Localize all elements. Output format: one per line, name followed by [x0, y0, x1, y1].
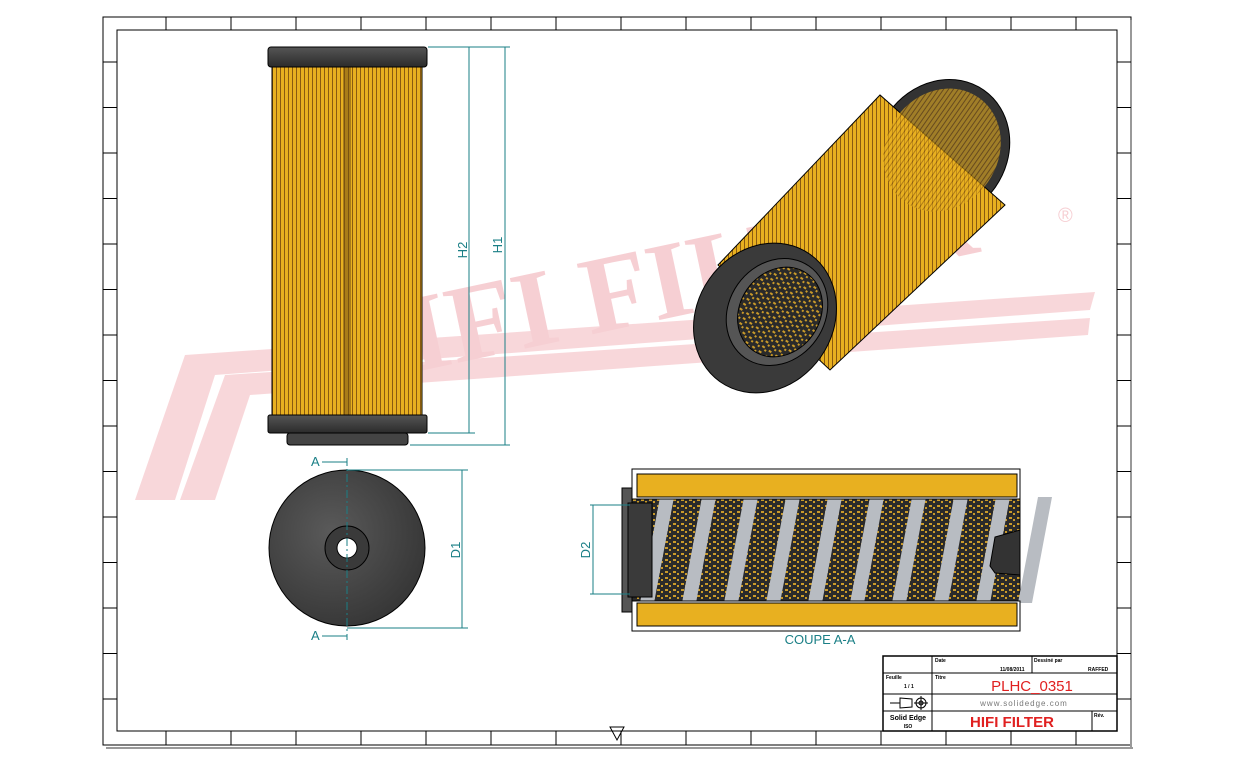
drawn-by-label: Dessiné par [1034, 658, 1062, 664]
revision-label: Rév. [1094, 713, 1105, 719]
isometric-view [693, 79, 1011, 394]
software-standard: ISO [904, 724, 913, 730]
dimension-h1: H1 [410, 46, 510, 446]
date-value: 11/08/2011 [1000, 667, 1025, 673]
section-mark-top: A [311, 454, 320, 469]
drawing-title: PLHC_0351 [991, 678, 1073, 695]
core-stripe [934, 497, 968, 603]
core-stripe [766, 497, 800, 603]
h1-label: H1 [490, 237, 505, 254]
h2-label: H2 [455, 242, 470, 259]
core-stripe [892, 497, 926, 603]
core-stripe [682, 497, 716, 603]
sheet-label: Feuille [886, 675, 902, 681]
drawing-frame [102, 16, 1133, 749]
drawn-by-value: RAFFED [1088, 667, 1109, 673]
dimension-h2: H2 [428, 46, 475, 434]
bottom-view: A A D1 [268, 454, 468, 643]
sheet-value: 1 / 1 [904, 684, 914, 690]
company-name: HIFI FILTER [970, 714, 1054, 731]
core-stripe [1018, 497, 1052, 603]
software-label: Solid Edge [890, 715, 926, 722]
projection-symbol-icon [890, 696, 928, 710]
website-text: www.solidedge.com [979, 699, 1068, 708]
zone-ticks [103, 17, 1131, 745]
section-caption: COUPE A-A [785, 632, 856, 647]
d1-label: D1 [448, 542, 463, 559]
date-label: Date [935, 658, 946, 664]
core-stripe [724, 497, 758, 603]
section-mark-bottom: A [311, 628, 320, 643]
title-label: Titre [935, 675, 946, 681]
core-stripe [850, 497, 884, 603]
front-view [267, 46, 428, 446]
centering-mark-icon [609, 726, 625, 742]
core-stripe [808, 497, 842, 603]
section-view: D2 COUPE A-A [578, 468, 1052, 647]
d2-label: D2 [578, 542, 593, 559]
registered-mark: ® [1058, 205, 1073, 227]
title-block: Date 11/08/2011 Dessiné par RAFFED Feuil… [882, 655, 1118, 732]
